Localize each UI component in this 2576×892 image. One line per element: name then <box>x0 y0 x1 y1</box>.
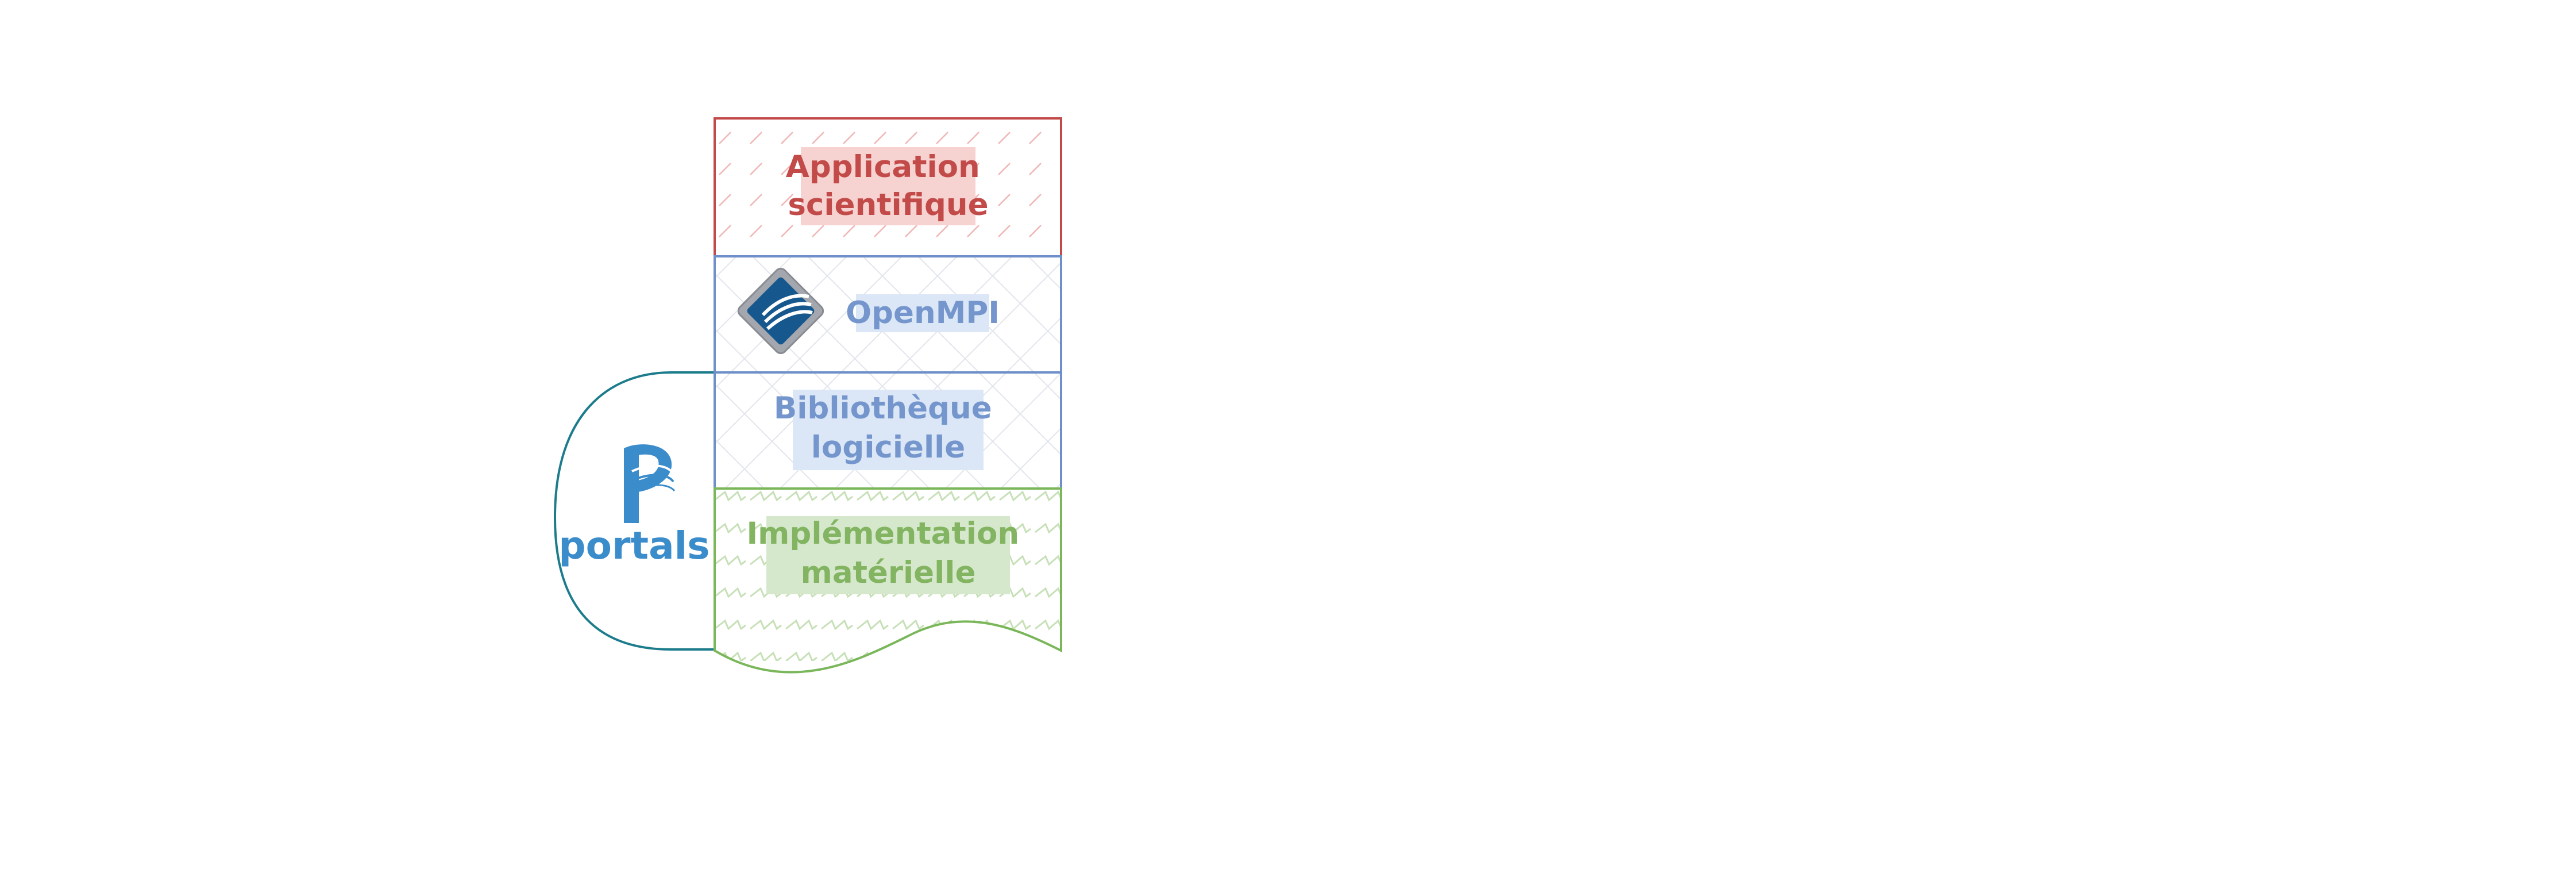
layer-library: Bibliothèque logicielle <box>714 371 1062 490</box>
layer-hardware-label-bg <box>766 516 1010 594</box>
portals-wordmark: portals <box>558 524 709 568</box>
layer-library-label-bg <box>793 390 984 470</box>
layer-application: Application scientifique <box>714 117 1062 257</box>
portals-logo-icon <box>624 444 676 523</box>
layer-openmpi: OpenMPI <box>714 255 1062 374</box>
layer-application-label-bg <box>801 147 975 225</box>
layer-library-label: Bibliothèque logicielle <box>774 391 1002 465</box>
portals-bracket <box>553 371 715 651</box>
layer-hardware-label: Implémentation matérielle <box>746 516 1029 590</box>
layer-application-label: Application scientifique <box>786 149 991 222</box>
layer-openmpi-label: OpenMPI <box>846 295 1000 330</box>
layer-openmpi-label-bg <box>856 294 989 332</box>
openmpi-logo-icon <box>737 267 824 355</box>
layer-hardware: Implémentation matérielle <box>714 487 1062 674</box>
